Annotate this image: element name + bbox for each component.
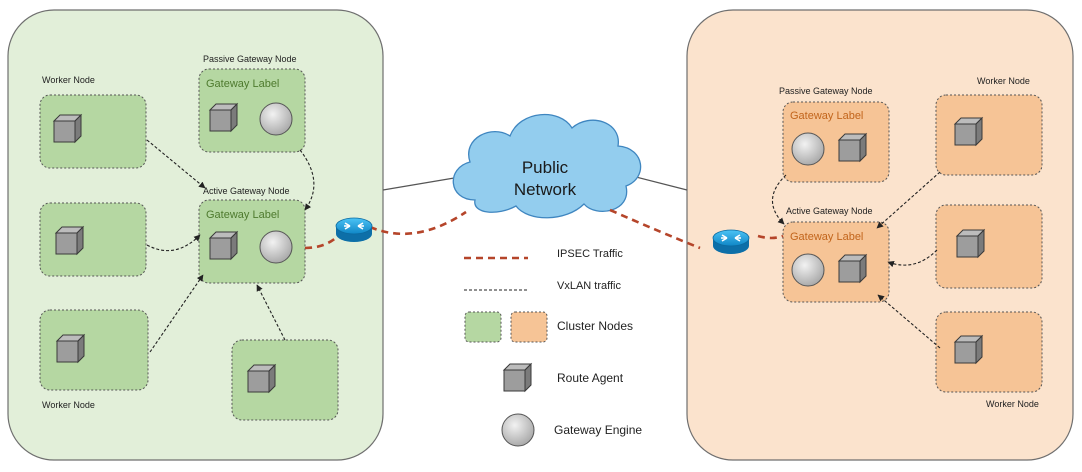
- route-agent-icon: [209, 231, 238, 260]
- route-agent-icon: [956, 229, 985, 258]
- route-agent-icon: [503, 363, 532, 392]
- route-agent-icon: [954, 117, 983, 146]
- left-worker-node-4: [231, 339, 339, 421]
- legend: IPSEC Traffic VxLAN traffic Cluster Node…: [464, 248, 642, 447]
- right-worker-node-2: [935, 204, 1043, 289]
- right-wan-link: [631, 175, 688, 191]
- left-router-icon: [335, 217, 373, 243]
- public-network-cloud: [452, 114, 642, 219]
- legend-cluster-nodes-label: Cluster Nodes: [557, 319, 633, 333]
- left-worker-node-2: [39, 202, 147, 277]
- right-worker-node-top-label: Worker Node: [977, 76, 1030, 86]
- left-worker-node-3: [39, 309, 149, 391]
- route-agent-icon: [838, 133, 867, 162]
- right-vxlan-links: [771, 171, 941, 349]
- route-agent-icon: [53, 114, 82, 143]
- legend-ipsec-label: IPSEC Traffic: [557, 248, 623, 260]
- left-active-gateway-label: Gateway Label: [206, 209, 279, 221]
- left-worker-node-top-label: Worker Node: [42, 75, 95, 85]
- legend-vxlan-label: VxLAN traffic: [557, 280, 621, 292]
- ipsec-tunnel: [304, 208, 784, 250]
- cloud-label-line2: Network: [514, 180, 577, 199]
- gateway-engine-icon: [259, 230, 293, 264]
- right-worker-node-bottom-label: Worker Node: [986, 399, 1039, 409]
- route-agent-icon: [55, 226, 84, 255]
- right-active-gateway-node-label: Active Gateway Node: [786, 206, 873, 216]
- left-passive-gateway-label: Gateway Label: [206, 78, 279, 90]
- left-wan-link: [382, 175, 467, 191]
- right-passive-gateway-node-label: Passive Gateway Node: [779, 86, 873, 96]
- right-worker-node-3: [935, 311, 1043, 393]
- route-agent-icon: [209, 103, 238, 132]
- left-active-gateway-node-label: Active Gateway Node: [203, 186, 290, 196]
- right-router-icon: [712, 229, 750, 255]
- left-passive-gateway-node-label: Passive Gateway Node: [203, 54, 297, 64]
- legend-route-agent-label: Route Agent: [557, 371, 624, 385]
- right-worker-node-1: [935, 94, 1043, 176]
- route-agent-icon: [954, 335, 983, 364]
- left-worker-node-1: [39, 94, 147, 169]
- right-passive-gateway-label: Gateway Label: [790, 110, 863, 122]
- route-agent-icon: [247, 364, 276, 393]
- legend-gateway-engine-label: Gateway Engine: [554, 423, 642, 437]
- legend-cluster-node-orange: [510, 311, 548, 343]
- gateway-engine-icon: [791, 132, 825, 166]
- right-active-gateway-label: Gateway Label: [790, 231, 863, 243]
- route-agent-icon: [838, 254, 867, 283]
- left-worker-node-bottom-label: Worker Node: [42, 400, 95, 410]
- left-vxlan-links: [146, 139, 315, 353]
- gateway-engine-icon: [259, 102, 293, 136]
- gateway-engine-icon: [501, 413, 535, 447]
- gateway-engine-icon: [791, 253, 825, 287]
- cloud-label-line1: Public: [522, 158, 569, 177]
- route-agent-icon: [56, 334, 85, 363]
- legend-cluster-node-green: [464, 311, 502, 343]
